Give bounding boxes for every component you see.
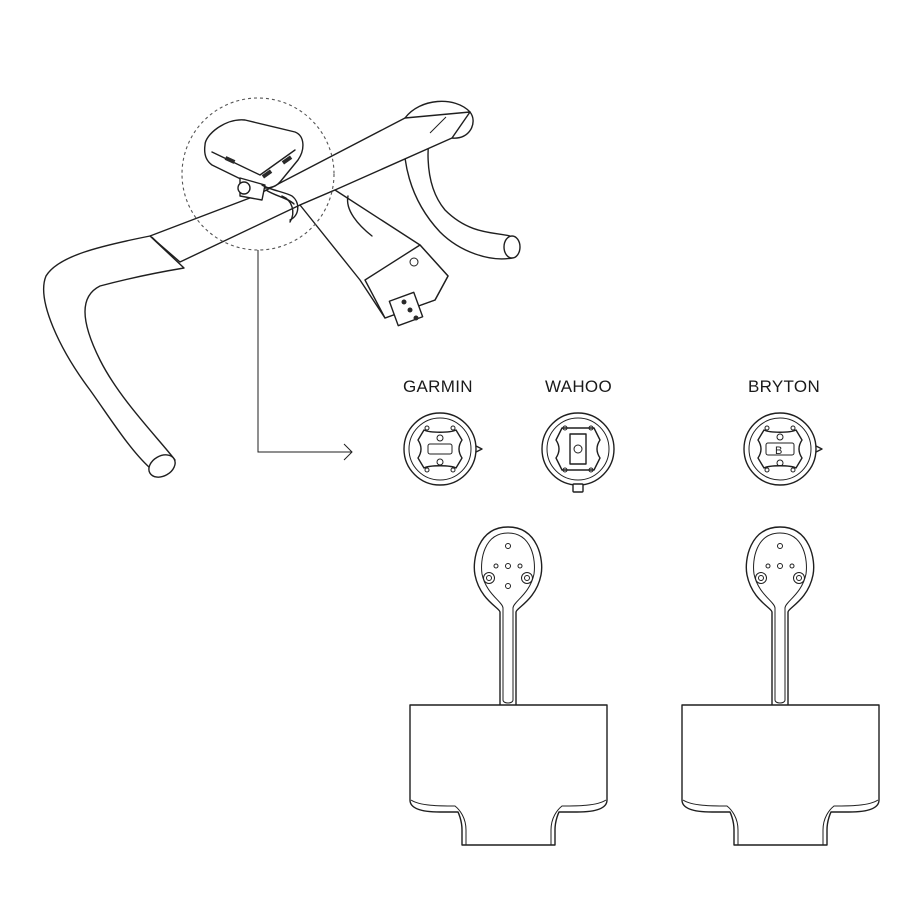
handlebar-illustration bbox=[43, 97, 521, 478]
out-front-mount-left bbox=[409, 526, 608, 846]
garmin-adapter-icon bbox=[403, 412, 483, 486]
bryton-adapter-icon: B bbox=[743, 412, 823, 486]
garmin-label: GARMIN bbox=[403, 377, 473, 396]
svg-text:B: B bbox=[775, 445, 782, 457]
connector-arrow bbox=[257, 250, 353, 461]
bryton-label: BRYTON bbox=[748, 377, 820, 396]
out-front-mount-right bbox=[681, 526, 880, 846]
wahoo-adapter-icon bbox=[541, 412, 615, 493]
wahoo-label: WAHOO bbox=[545, 377, 612, 396]
mount-highlight-circle bbox=[181, 97, 335, 251]
